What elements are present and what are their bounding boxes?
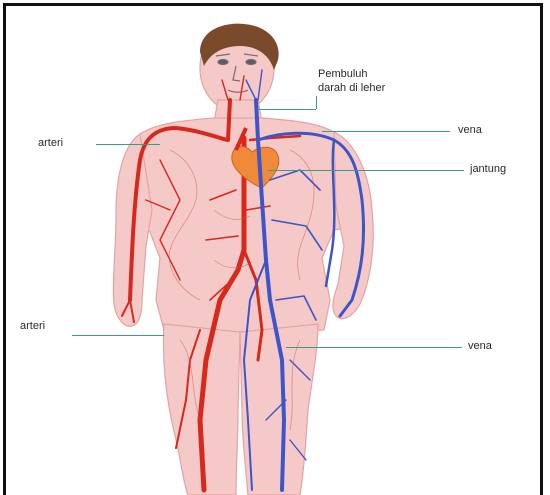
artery-upper-label: arteri: [38, 137, 63, 150]
neck-vessels-label-line1: Pembuluh: [318, 68, 368, 81]
artery-upper-leader: [96, 144, 160, 145]
vein-upper-label: vena: [458, 124, 482, 137]
heart-label: jantung: [470, 163, 506, 176]
vein-upper-leader: [322, 131, 450, 132]
vein-lower-label: vena: [468, 340, 492, 353]
neck-vessels-leader-vertical: [316, 96, 317, 109]
neck-vessels-leader: [258, 109, 316, 110]
neck-vessels-label-line2: darah di leher: [318, 82, 385, 95]
vein-lower-leader: [286, 347, 462, 348]
artery-lower-label: arteri: [20, 320, 45, 333]
heart-leader: [268, 170, 464, 171]
artery-lower-leader: [72, 335, 164, 336]
